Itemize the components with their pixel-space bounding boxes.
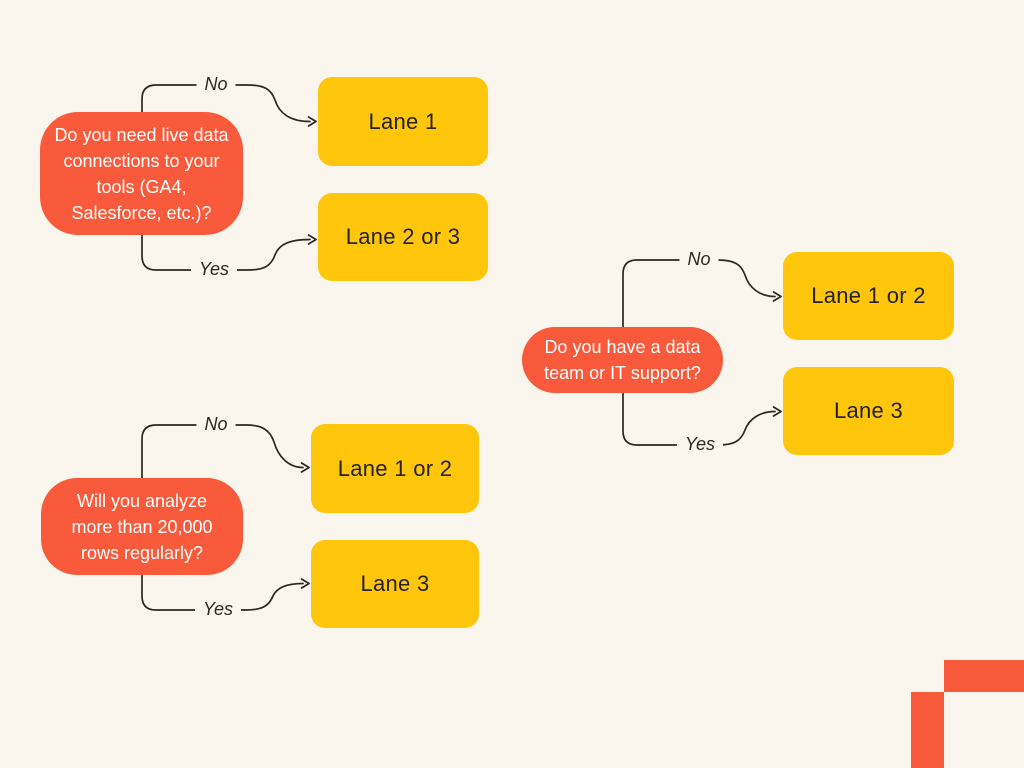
- connector-wire: [141, 424, 304, 521]
- outcome-text: Lane 1 or 2: [811, 283, 926, 308]
- outcome-text: Lane 3: [360, 571, 430, 596]
- decision-node-row-volume: Will you analyze more than 20,000 rows r…: [41, 478, 243, 575]
- branch-label-no: No: [196, 413, 236, 437]
- connector-live-data-yes: [141, 179, 317, 271]
- arrowhead-icon: [300, 578, 310, 589]
- arrowhead-icon: [307, 116, 317, 127]
- branch-label-yes: Yes: [676, 433, 724, 457]
- connector-data-team-yes: [622, 392, 782, 446]
- corner-accent-vertical-bar: [911, 692, 944, 768]
- decision-question-text: Do you have a data team or IT support?: [544, 337, 701, 383]
- decision-node-data-team: Do you have a data team or IT support?: [522, 327, 723, 393]
- outcome-text: Lane 3: [833, 398, 904, 423]
- arrowhead-icon: [300, 462, 310, 473]
- connector-wire: [141, 84, 311, 171]
- arrowhead-icon: [307, 234, 317, 245]
- branch-label-yes: Yes: [194, 598, 242, 622]
- branch-label-no: No: [679, 248, 719, 272]
- outcome-node-lane-1-or-2: Lane 1 or 2: [311, 424, 479, 513]
- decision-question-text: Do you need live data connections to you…: [54, 124, 229, 223]
- connector-live-data-no: [141, 84, 317, 171]
- decision-question-text: Will you analyze more than 20,000 rows r…: [71, 490, 213, 563]
- connector-row-volume-yes: [141, 534, 310, 611]
- connector-wire: [141, 179, 311, 271]
- connector-wire: [622, 259, 776, 361]
- outcome-text: Lane 1: [368, 108, 438, 134]
- arrowhead-icon: [772, 406, 782, 417]
- branch-label-no: No: [196, 73, 236, 97]
- connector-wire: [622, 392, 776, 446]
- connector-data-team-no: [622, 259, 782, 361]
- arrowhead-icon: [772, 291, 782, 302]
- outcome-text: Lane 1 or 2: [337, 455, 453, 481]
- outcome-node-lane-1-or-2: Lane 1 or 2: [783, 252, 954, 340]
- outcome-text: Lane 2 or 3: [345, 224, 461, 249]
- connector-row-volume-no: [141, 424, 310, 521]
- decision-node-live-data: Do you need live data connections to you…: [40, 112, 243, 235]
- connector-wire: [141, 534, 304, 611]
- outcome-node-lane-2-or-3: Lane 2 or 3: [318, 193, 488, 281]
- corner-accent-horizontal-bar: [944, 660, 1024, 692]
- branch-label-yes: Yes: [190, 258, 238, 282]
- outcome-node-lane-3: Lane 3: [783, 367, 954, 455]
- outcome-node-lane-3: Lane 3: [311, 540, 479, 628]
- outcome-node-lane-1: Lane 1: [318, 77, 488, 166]
